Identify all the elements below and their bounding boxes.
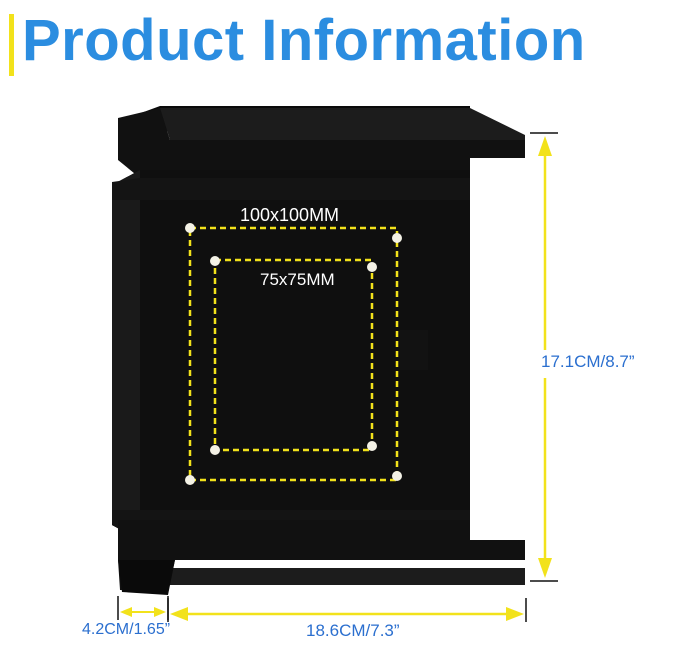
depth-label: 4.2CM/1.65”: [82, 621, 171, 638]
depth-dimension-line: [117, 596, 169, 620]
vesa-75-label: 75x75MM: [260, 270, 335, 289]
mounting-hole-icon: [185, 223, 402, 485]
width-label: 18.6CM/7.3”: [306, 621, 400, 640]
page-title: Product Information: [22, 8, 586, 73]
width-dimension-line: [167, 598, 527, 622]
title-accent-bar: [9, 14, 14, 76]
vesa-100-label: 100x100MM: [240, 205, 340, 225]
bracket-bottom-flange: [118, 520, 525, 595]
bracket-top-flange: [118, 106, 525, 178]
vesa-75-outline: [213, 258, 374, 452]
vesa-100-outline: [188, 226, 399, 482]
height-label: 17.1CM/8.7”: [541, 352, 635, 371]
height-dimension-line: [530, 132, 558, 582]
